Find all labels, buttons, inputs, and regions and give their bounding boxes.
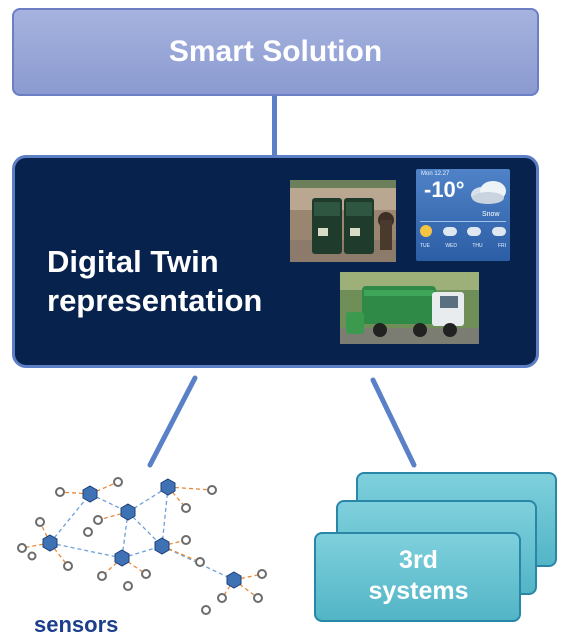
sensor-icon [217, 593, 227, 603]
sensor-hub-icon [226, 571, 242, 589]
connector-line [147, 375, 198, 468]
weather-day: THU [472, 243, 483, 249]
weather-forecast-row [420, 225, 506, 237]
sensor-hub-icon [120, 503, 136, 521]
sun-icon [420, 225, 432, 237]
sensor-hub-icon [154, 537, 170, 555]
third-systems-line-1: 3rd [399, 546, 438, 574]
cloud-icon [491, 227, 506, 236]
smart-solution-label: Smart Solution [168, 35, 383, 68]
weather-temperature: -10° [424, 177, 465, 202]
sensor-hub-icon [82, 485, 98, 503]
connector-line [370, 377, 417, 468]
third-systems-line-2: systems [368, 577, 469, 605]
sensor-devices [17, 477, 267, 615]
sensor-icon [27, 551, 37, 561]
third-systems-label: 3rd systems [318, 545, 519, 607]
sensor-icon [195, 557, 205, 567]
sensor-icon [253, 593, 263, 603]
weather-days: TUE WED THU FRI [420, 243, 506, 249]
weather-day: TUE [420, 243, 430, 249]
cloud-icon [467, 227, 482, 236]
connector-line [272, 96, 277, 156]
sensor-icon [181, 503, 191, 513]
weather-widget: Mon 12.27 -10° Snow TUE WED THU FRI [416, 169, 510, 261]
sensor-icon [35, 517, 45, 527]
smart-solution-box: Smart Solution [12, 8, 539, 96]
sensor-hub-icon [160, 478, 176, 496]
cloud-icon [442, 227, 457, 236]
digital-twin-label: Digital Twin representation [47, 242, 262, 320]
sensor-hub-icon [42, 534, 58, 552]
sensor-icon [83, 527, 93, 537]
sensor-icon [257, 569, 267, 579]
digital-twin-line-1: Digital Twin [47, 244, 219, 279]
sensor-icon [17, 543, 27, 553]
sensor-network [21, 481, 263, 599]
weather-day: FRI [497, 243, 506, 249]
sensor-nodes [42, 478, 242, 589]
sensor-hub-icon [114, 549, 130, 567]
sensor-icon [97, 571, 107, 581]
sensor-icon [181, 535, 191, 545]
garbage-truck-photo [340, 272, 479, 344]
sensor-icon [93, 515, 103, 525]
weather-condition: Snow [482, 211, 500, 218]
sensor-icon [113, 477, 123, 487]
cloud-icon [468, 179, 508, 205]
weather-divider [420, 221, 506, 222]
sensor-icon [55, 487, 65, 497]
sensor-icon [123, 581, 133, 591]
weather-date: Mon 12.27 [421, 171, 450, 177]
weather-day: WED [445, 243, 457, 249]
sensor-icon [141, 569, 151, 579]
sensor-icon [201, 605, 211, 615]
sensors-label: sensors [34, 612, 119, 637]
sensor-icon [207, 485, 217, 495]
digital-twin-line-2: representation [47, 283, 263, 318]
smart-bins-photo [290, 180, 396, 262]
sensor-icon [63, 561, 73, 571]
systems-card-front [314, 532, 521, 622]
